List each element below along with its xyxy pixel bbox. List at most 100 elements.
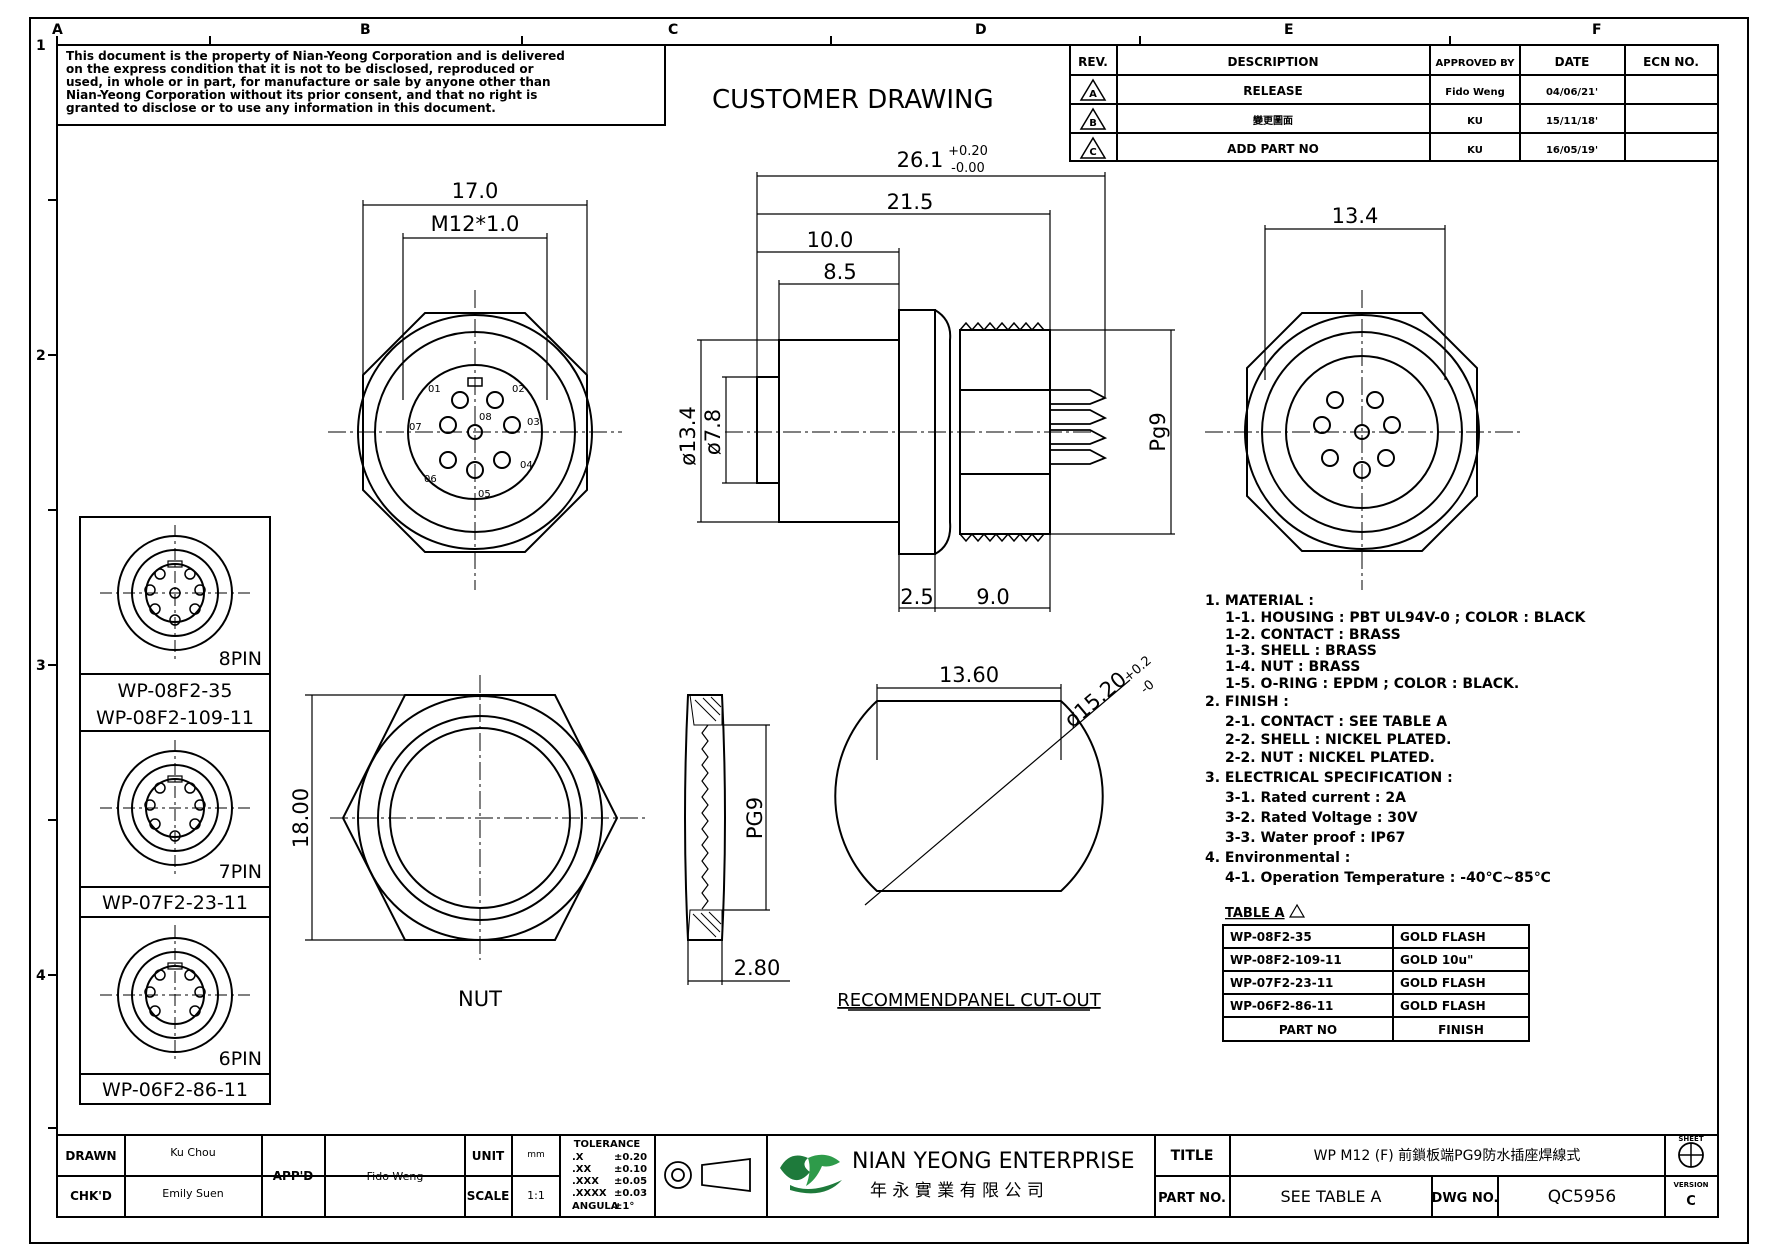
dim-front-thread: M12*1.0 [431,212,520,236]
note-line: 1-1. HOUSING : PBT UL94V-0 ; COLOR : BLA… [1225,610,1586,626]
pin-label: 04 [520,460,533,471]
rev-letter: B [1089,118,1097,129]
dim-nut-thick: 2.80 [734,956,781,980]
variant-part: WP-08F2-35 [118,680,233,702]
nut-view: 18.00 NUT PG9 2.80 [289,675,790,1011]
variant-part: WP-08F2-109-11 [96,707,254,729]
note-line: 2-2. SHELL : NICKEL PLATED. [1225,732,1451,748]
notice-line: This document is the property of Nian-Ye… [66,49,565,63]
rev-date: 16/05/19' [1546,145,1598,156]
rev-header: REV. [1078,55,1108,69]
notice-line: Nian-Yeong Corporation without its prior… [66,88,537,102]
page-heading: CUSTOMER DRAWING [712,85,994,115]
dim-pg9-side: Pg9 [1146,412,1170,451]
unit-value: mm [527,1150,545,1160]
grid-row-3: 3 [36,658,46,674]
rev-approved: KU [1467,145,1483,156]
table-a: TABLE A WP-08F2-35 GOLD FLASH WP-08F2-10… [1222,903,1530,1042]
rev-date: 04/06/21' [1546,87,1598,98]
rev-date: 15/11/18' [1546,116,1598,127]
chkd-value: Emily Suen [162,1187,224,1200]
tolerance-value: ±1° [614,1201,634,1212]
notice-line: granted to disclose or to use any inform… [66,101,496,115]
table-a-part: WP-07F2-23-11 [1230,976,1333,990]
company-name: NIAN YEONG ENTERPRISE [852,1149,1135,1174]
dim-10-0: 10.0 [807,228,854,252]
tolerance-key: .XXXX [572,1188,607,1199]
dim-nut-pg9: PG9 [743,797,767,839]
front-view: 01 02 03 04 05 06 07 08 17.0 M12*1.0 [328,179,622,590]
dim-front-outer: 17.0 [452,179,499,203]
dim-overall: 26.1 [897,148,944,172]
rev-header: DESCRIPTION [1227,55,1318,69]
pin-label: 05 [478,489,491,500]
table-a-part: WP-08F2-35 [1230,930,1312,944]
rev-approved: Fido Weng [1445,87,1505,98]
notice-box [56,44,666,126]
dim-2-5: 2.5 [900,585,933,609]
panel-cutout: 13.60 ø15.20 +0.2 -0 RECOMMENDPANEL CUT-… [834,653,1158,1011]
chkd-label: CHK'D [70,1189,112,1203]
drawn-value: Ku Chou [170,1146,216,1159]
grid-col-e: E [1284,22,1294,38]
note-line: 4. Environmental : [1205,850,1350,866]
grid-col-d: D [975,22,987,38]
title-value: WP M12 (F) 前鎖板端PG9防水插座焊線式 [1314,1147,1581,1164]
rev-description: ADD PART NO [1227,142,1319,156]
title-block: DRAWN Ku Chou CHK'D Emily Suen APP'D Fid… [57,1134,1718,1217]
tolerance-key: .XXX [572,1176,599,1187]
variant-pin-label: 8PIN [219,648,262,670]
pin-label: 02 [512,384,525,395]
sheet-label: SHEET [1678,1135,1703,1143]
grid-col-c: C [668,22,678,38]
side-view: 26.1 +0.20 -0.00 21.5 10.0 8.5 2.5 9.0 ø… [676,144,1175,612]
variant-pin-label: 7PIN [219,861,262,883]
rev-header: ECN NO. [1643,55,1699,69]
tolerance-value: ±0.03 [614,1188,647,1199]
table-a-footer-part: PART NO [1279,1023,1337,1037]
pin-label: 07 [409,422,422,433]
rev-letter: C [1089,147,1096,158]
tolerance-key: .XX [572,1164,592,1175]
note-line: 1-3. SHELL : BRASS [1225,643,1377,659]
variant-part: WP-06F2-86-11 [102,1079,248,1101]
cutout-label: RECOMMENDPANEL CUT-OUT [837,990,1101,1011]
rear-view: 13.4 [1205,204,1520,590]
table-a-part: WP-08F2-109-11 [1230,953,1342,967]
note-line: 4-1. Operation Temperature : -40℃~85℃ [1225,870,1551,886]
rev-header: DATE [1555,55,1590,69]
note-line: 2-1. CONTACT : SEE TABLE A [1225,714,1447,730]
dim-dia-13-4: ø13.4 [676,406,700,466]
revision-table: REV. DESCRIPTION APPROVED BY DATE ECN NO… [1069,44,1719,162]
unit-label: UNIT [472,1149,505,1163]
dwgno-value: QC5956 [1548,1187,1617,1207]
version-label: VERSION [1673,1181,1708,1189]
tolerance-value: ±0.05 [614,1176,647,1187]
tolerance-key: .X [572,1152,584,1163]
dim-9-0: 9.0 [976,585,1009,609]
table-a-finish: GOLD FLASH [1400,976,1486,990]
grid-col-f: F [1592,22,1602,38]
table-a-finish: GOLD FLASH [1400,930,1486,944]
note-line: 1-2. CONTACT : BRASS [1225,627,1401,643]
note-line: 3-1. Rated current : 2A [1225,790,1406,806]
pin-label: 03 [527,417,540,428]
variant-panel: 8PIN WP-08F2-35 WP-08F2-109-11 7PIN WP-0… [79,516,271,1105]
note-line: 1. MATERIAL : [1205,593,1314,609]
dim-cut-width: 13.60 [939,663,999,687]
variant-part: WP-07F2-23-11 [102,892,248,914]
rev-description: 變更圖面 [1252,114,1293,127]
notice-line: on the express condition that it is not … [66,62,534,76]
notice-line: used, in whole or in part, for manufactu… [66,75,551,89]
dim-cut-dia: ø15.20 [1060,667,1131,732]
grid-col-b: B [360,22,371,38]
note-line: 1-4. NUT : BRASS [1225,659,1360,675]
pin-label: 01 [428,384,441,395]
grid-ticks [48,36,1451,1129]
dim-overall-tol-minus: -0.00 [951,161,985,176]
dim-dia-7-8: ø7.8 [701,409,725,455]
note-line: 2-2. NUT : NICKEL PLATED. [1225,750,1435,766]
dim-nut-height: 18.00 [289,788,313,848]
partno-value: SEE TABLE A [1281,1187,1382,1206]
